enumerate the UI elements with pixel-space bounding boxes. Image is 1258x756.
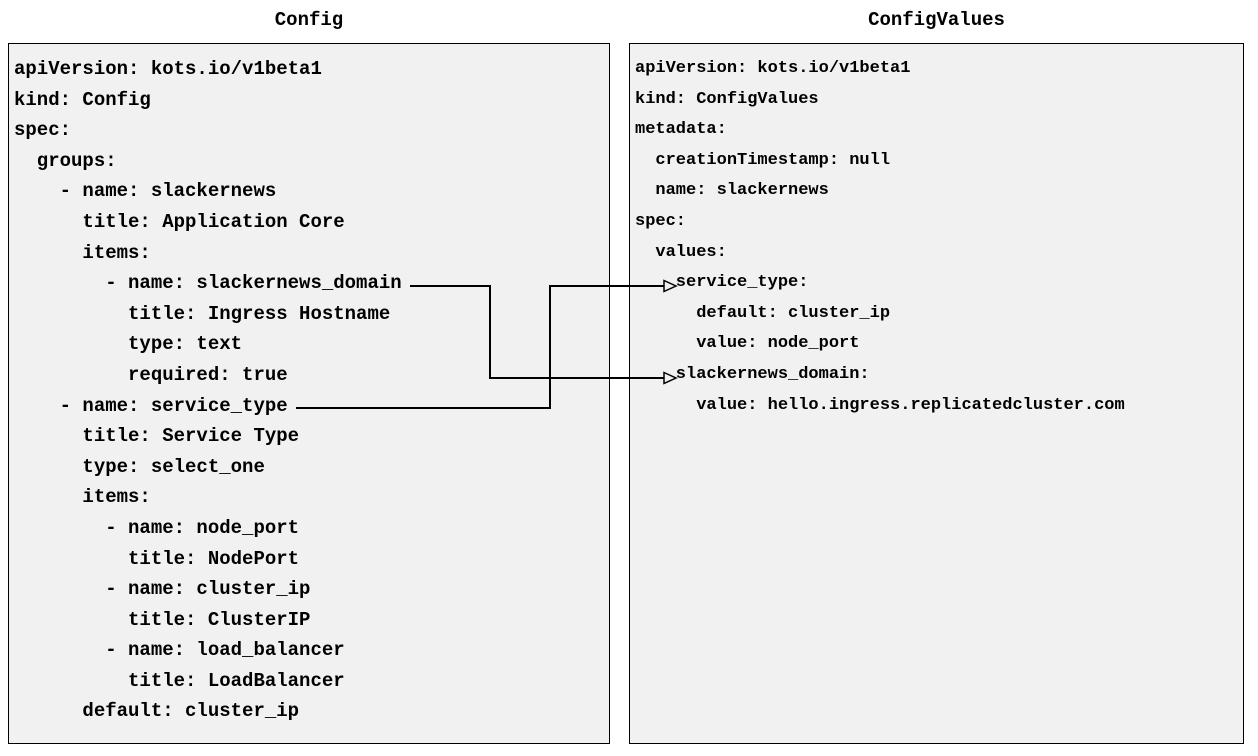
config-panel-title: Config <box>274 9 344 31</box>
config-yaml-code: apiVersion: kots.io/v1beta1 kind: Config… <box>14 58 402 723</box>
configvalues-panel-title: ConfigValues <box>868 9 1005 31</box>
configvalues-yaml-code: apiVersion: kots.io/v1beta1 kind: Config… <box>635 59 1125 415</box>
config-panel: apiVersion: kots.io/v1beta1 kind: Config… <box>8 43 610 744</box>
configvalues-panel: apiVersion: kots.io/v1beta1 kind: Config… <box>629 43 1244 744</box>
